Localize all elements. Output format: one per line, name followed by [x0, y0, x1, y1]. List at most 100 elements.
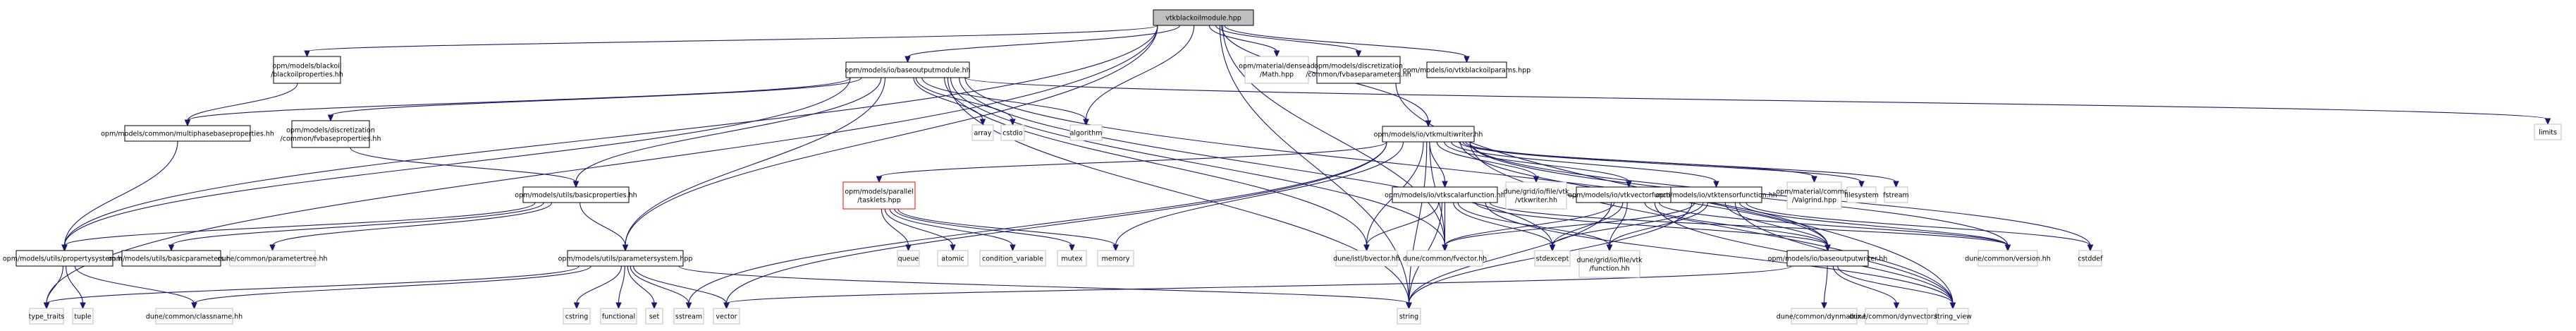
node-version: dune/common/version.hh — [1965, 250, 2051, 267]
edge-tasklets-to-queue — [881, 208, 909, 246]
arrowhead-icon — [950, 244, 956, 252]
node-label: opm/models/common/multiphasebaseproperti… — [101, 131, 274, 138]
node-box — [124, 125, 251, 142]
node-label: opm/models/io/baseoutputmodule.hh — [845, 67, 970, 75]
node-vtkblackoilparams[interactable]: opm/models/io/vtkblackoilparams.hpp — [1403, 61, 1531, 78]
arrowhead-icon — [269, 244, 276, 252]
node-box — [567, 250, 684, 267]
arrowhead-icon — [1083, 119, 1089, 126]
node-box — [937, 250, 969, 267]
node-basicprops[interactable]: opm/models/utils/basicproperties.hh — [515, 186, 637, 203]
node-box — [1153, 9, 1254, 26]
edge-vtkmultiwriter-to-valgrind — [1459, 141, 1815, 178]
node-box — [229, 250, 316, 267]
node-label: /common/fvbaseproperties.hh — [281, 136, 381, 143]
node-box — [713, 308, 740, 325]
node-label: functional — [602, 313, 635, 321]
edge-baseoutputmodule-to-multiphase — [187, 77, 851, 121]
node-box — [16, 250, 114, 267]
arrowhead-icon — [1273, 50, 1280, 58]
node-multiphase[interactable]: opm/models/common/multiphasebaseproperti… — [101, 125, 274, 142]
node-root[interactable]: vtkblackoilmodule.hpp — [1153, 9, 1254, 26]
node-parametersystem[interactable]: opm/models/utils/parametersystem.hpp — [558, 250, 693, 267]
node-vtkmultiwriter[interactable]: opm/models/io/vtkmultiwriter.hh — [1374, 126, 1483, 143]
edge-blackoilprops-to-multiphase — [187, 83, 298, 121]
node-baseoutputmodule[interactable]: opm/models/io/baseoutputmodule.hh — [845, 61, 971, 78]
edge-tasklets-to-atomic — [884, 208, 954, 246]
arrowhead-icon — [184, 119, 191, 127]
node-label: vtkblackoilmodule.hpp — [1165, 15, 1241, 23]
edge-baseoutputmodule-to-fvector — [950, 77, 1446, 246]
node-box — [1505, 181, 1567, 210]
node-tasklets[interactable]: opm/models/parallel/tasklets.hpp — [842, 181, 916, 210]
edge-vtkscalar-to-stdexcept — [1453, 202, 1553, 246]
edge-vtkmultiwriter-to-tasklets — [878, 141, 1387, 178]
edge-vtktensor-to-baseoutputwriter — [1724, 202, 1829, 246]
node-tuple: tuple — [72, 308, 94, 325]
arrowhead-icon — [1626, 181, 1632, 188]
node-fvbaseparams[interactable]: opm/models/discretization/common/fvbasep… — [1306, 56, 1411, 84]
node-baseoutputwriter[interactable]: opm/models/io/baseoutputwriter.hh — [1768, 250, 1888, 267]
node-propertysystem[interactable]: opm/models/utils/propertysystem.hh — [3, 250, 126, 267]
arrowhead-icon — [1464, 56, 1470, 64]
edge-vtkscalar-to-version — [1489, 202, 2008, 246]
node-label: atomic — [941, 255, 964, 263]
node-parametertree: dune/common/parametertree.hh — [217, 250, 328, 267]
node-dynvector: dune/common/dynvector.hh — [1849, 308, 1944, 325]
edge-vtkvector-to-version — [1658, 202, 2008, 246]
edge-propertysystem-to-classname — [74, 265, 195, 304]
edge-vtkmultiwriter-to-vtkwriter — [1436, 141, 1537, 178]
node-box — [1316, 56, 1401, 84]
edge-vtkmultiwriter-to-sstream — [688, 141, 1387, 304]
edge-baseoutputmodule-to-array — [913, 77, 983, 121]
edge-root-to-string — [1219, 25, 1410, 304]
node-densead: opm/material/densead/Math.hpp — [1239, 56, 1315, 84]
node-label: opm/models/io/vtkblackoilparams.hpp — [1403, 67, 1531, 75]
node-fvbaseprops[interactable]: opm/models/discretization/common/fvbasep… — [281, 120, 381, 148]
arrowhead-icon — [1821, 302, 1827, 310]
node-cstring: cstring — [563, 308, 591, 325]
node-label: dune/common/fvector.hh — [1403, 255, 1487, 263]
node-box — [1786, 250, 1869, 267]
arrowhead-icon — [304, 50, 310, 58]
node-set: set — [645, 308, 663, 325]
node-type_traits: type_traits — [29, 308, 64, 325]
edge-vtkmultiwriter-to-vtkscalar — [1429, 141, 1446, 183]
arrowhead-icon — [1406, 302, 1412, 310]
node-box — [897, 250, 920, 267]
arrowhead-icon — [904, 56, 911, 64]
node-label: /tasklets.hpp — [857, 197, 900, 205]
node-box — [1000, 124, 1025, 141]
edge-baseoutputwriter-to-string_view — [1837, 265, 1954, 304]
arrowhead-icon — [622, 244, 629, 252]
node-box — [979, 250, 1046, 267]
arrowhead-icon — [43, 302, 50, 310]
nodes-layer: vtkblackoilmodule.hpp opm/models/blackoil… — [3, 9, 2562, 325]
node-box — [2078, 250, 2102, 267]
node-box — [845, 61, 970, 78]
node-label: queue — [898, 255, 919, 263]
edge-vtkmultiwriter-to-fstream — [1465, 141, 1897, 183]
node-vtktensor[interactable]: opm/models/io/vtktensorfunction.hh — [1655, 186, 1777, 203]
arrowhead-icon — [1811, 176, 1817, 183]
node-label: dune/common/dynvector.hh — [1849, 313, 1944, 321]
edge-root-to-vtkblackoilparams — [1224, 25, 1468, 58]
edge-baseoutputmodule-to-parametersystem — [625, 77, 886, 246]
arrowhead-icon — [1442, 244, 1448, 252]
edge-vtktensor-to-version — [1739, 202, 2008, 246]
node-label: cstddef — [2078, 255, 2103, 263]
node-blackoilprops[interactable]: opm/models/blackoil/blackoilproperties.h… — [271, 56, 343, 84]
node-box — [1335, 250, 1398, 267]
node-label: opm/models/utils/parametersystem.hpp — [558, 255, 693, 263]
node-label: mutex — [1061, 255, 1083, 263]
node-memory: memory — [1097, 250, 1134, 267]
node-vtkscalar[interactable]: opm/models/io/vtkscalarfunction.hh — [1385, 186, 1505, 203]
node-label: opm/models/discretization — [1314, 63, 1403, 71]
node-box — [121, 250, 221, 267]
node-stdexcept: stdexcept — [1534, 250, 1571, 267]
arrowhead-icon — [1949, 302, 1956, 310]
arrowhead-icon — [1442, 181, 1448, 188]
node-basicparams[interactable]: opm/models/utils/basicparameters.hh — [108, 250, 235, 267]
node-label: opm/material/common — [1776, 188, 1853, 196]
